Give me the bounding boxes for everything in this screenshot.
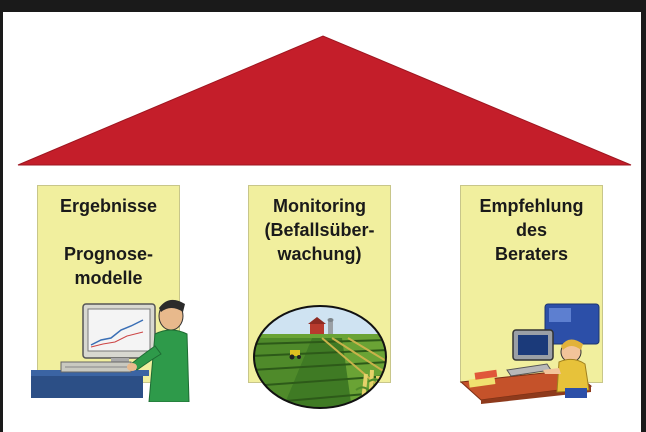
pillar-2-line-2: (Befallsüber- <box>264 220 375 240</box>
pillar-1-line-1: Ergebnisse <box>59 196 158 216</box>
pillar-1-line-2 <box>38 218 179 242</box>
pillar-3-line-2: des <box>515 220 548 240</box>
pillar-1-line-4: modelle <box>74 268 143 288</box>
child-at-computer-icon <box>459 303 600 404</box>
pillar-3-label: Empfehlung des Beraters <box>461 194 602 266</box>
pillar-1-line-3: Prognose- <box>63 244 153 264</box>
pillar-3-line-3: Beraters <box>494 244 569 264</box>
pillar-2-line-1: Monitoring <box>273 196 366 216</box>
pillar-3-line-1: Empfehlung <box>479 196 584 216</box>
pillar-1-label: Ergebnisse Prognose- modelle <box>38 194 179 290</box>
diagram-canvas: Ergebnisse Prognose- modelle Monitoring … <box>3 12 641 432</box>
farm-field-icon <box>253 305 387 409</box>
person-at-computer-icon <box>31 299 190 402</box>
pillar-2-label: Monitoring (Befallsüber- wachung) <box>249 194 390 266</box>
pillar-2-line-3: wachung) <box>277 244 362 264</box>
roof-triangle <box>17 35 632 166</box>
